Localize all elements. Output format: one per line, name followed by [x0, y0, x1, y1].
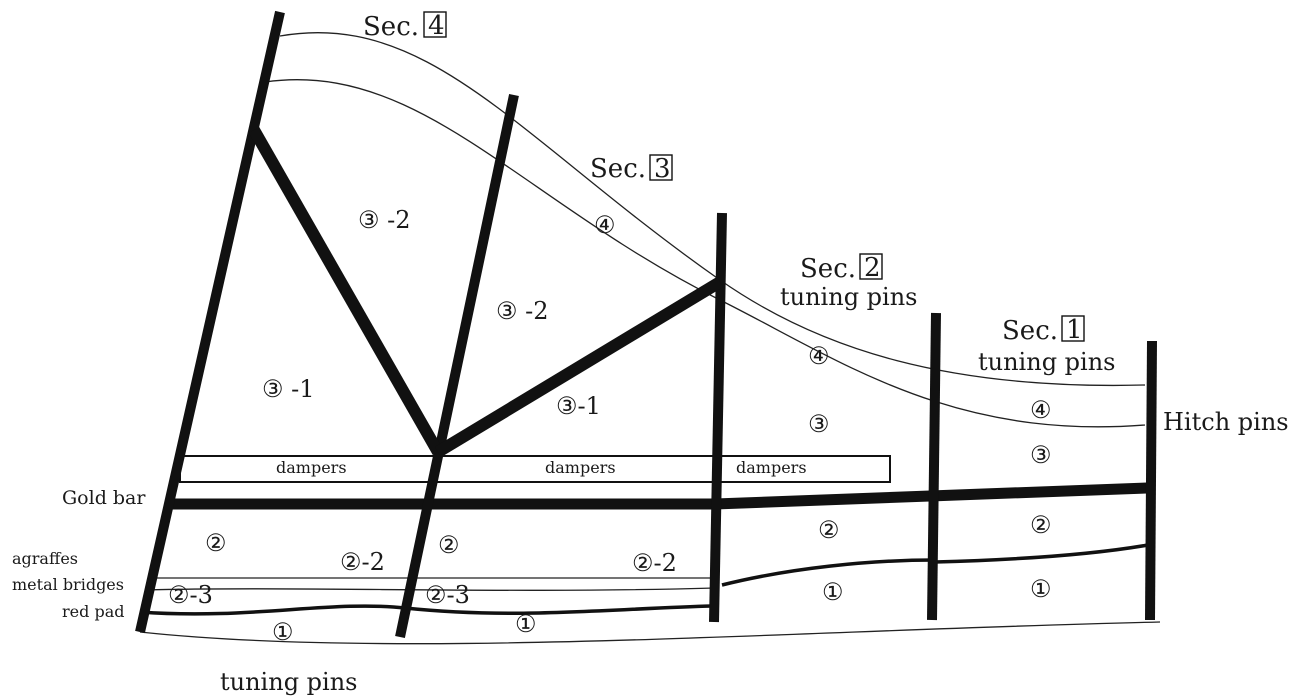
sec2-tuning-pins: tuning pins: [780, 283, 918, 311]
dampers-label-3: dampers: [736, 458, 807, 477]
gold-bar: [165, 482, 1149, 510]
sec3-prefix: Sec.: [590, 154, 646, 184]
dampers-label-2: dampers: [545, 458, 616, 477]
region-2-2-b: ②-2: [632, 549, 677, 577]
region-3-b: ③: [1030, 441, 1052, 469]
sec4-num-box: [423, 11, 447, 38]
dampers-label-1: dampers: [276, 458, 347, 477]
sec2-num: 2: [864, 253, 881, 283]
sec4-prefix: Sec.: [363, 12, 419, 42]
region-2-3-a: ②-3: [168, 581, 213, 609]
region-4-c: ④: [1030, 396, 1052, 424]
region-1-d: ①: [1030, 575, 1052, 603]
bar-sec2-left: [709, 212, 727, 623]
sec1-num: 1: [1066, 315, 1083, 345]
sec1-tuning-pins: tuning pins: [978, 348, 1116, 376]
region-2-c: ②: [818, 516, 840, 544]
region-1-b: ①: [515, 610, 537, 638]
region-3-a: ③: [808, 410, 830, 438]
hitch-pin-bar: [1145, 340, 1157, 621]
sec4-num: 4: [428, 11, 445, 41]
sec2-bottom-line: [721, 558, 936, 587]
region-3-1-a: ③ -1: [262, 375, 315, 403]
strut-left: [248, 127, 444, 455]
region-1-a: ①: [272, 618, 294, 646]
strut-right: [434, 276, 724, 458]
sec3-num: 3: [654, 154, 671, 184]
sec3-num-box: [649, 154, 673, 181]
tuning-pins-bottom-label: tuning pins: [220, 668, 358, 696]
string-curve-bottom: [139, 621, 1161, 645]
region-4-a: ④: [594, 211, 616, 239]
region-3-2-a: ③ -2: [358, 206, 411, 234]
bar-sec1-left: [927, 312, 941, 621]
sec1-bottom-line: [934, 543, 1149, 564]
region-2-d: ②: [1030, 511, 1052, 539]
sec2-prefix: Sec.: [800, 254, 856, 284]
region-3-1-b: ③-1: [556, 392, 601, 420]
region-2-2-a: ②-2: [340, 548, 385, 576]
bar-sec4-left: [135, 10, 285, 634]
metal-bridges-label: metal bridges: [12, 575, 124, 594]
sec1-prefix: Sec.: [1002, 316, 1058, 346]
region-4-b: ④: [808, 342, 830, 370]
region-1-c: ①: [822, 578, 844, 606]
agraffes-label: agraffes: [12, 549, 78, 568]
hitch-pins-label: Hitch pins: [1163, 408, 1289, 436]
sec1-num-box: [1061, 315, 1085, 342]
region-2-3-b: ②-3: [425, 581, 470, 609]
region-3-2-b: ③ -2: [496, 297, 549, 325]
region-2-b: ②: [438, 531, 460, 559]
gold-bar-label: Gold bar: [62, 487, 146, 509]
red-pad-label: red pad: [62, 602, 124, 621]
region-2-a: ②: [205, 529, 227, 557]
bar-sec3-left: [395, 93, 519, 639]
sec2-num-box: [859, 253, 883, 280]
